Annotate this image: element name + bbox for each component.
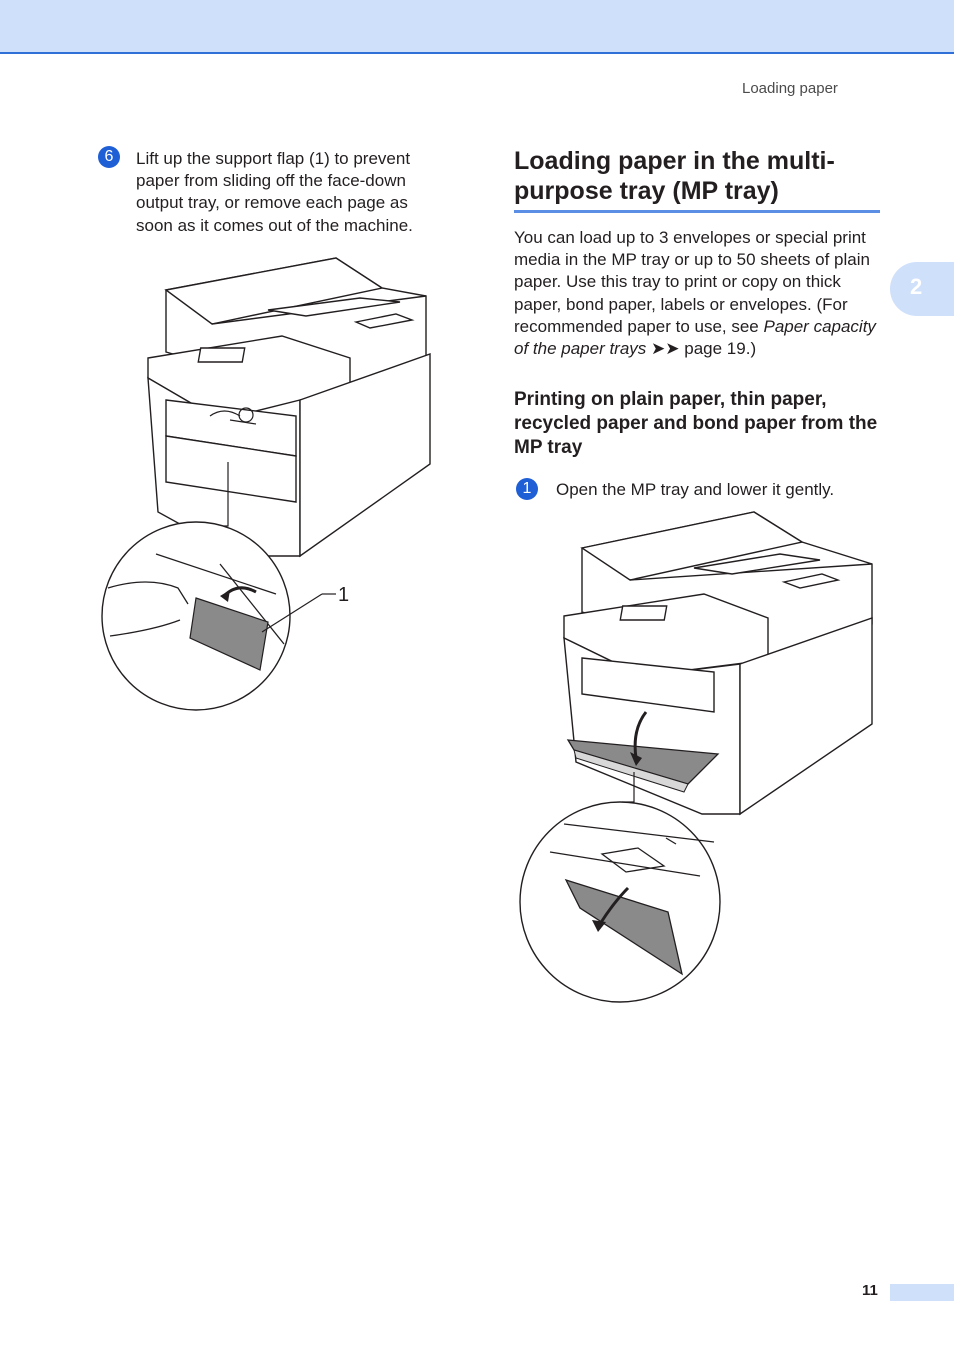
header-band: [0, 0, 954, 54]
step-badge-6: 6: [98, 146, 120, 168]
step-6-text: Lift up the support flap (1) to prevent …: [136, 149, 413, 235]
subsection-heading: Printing on plain paper, thin paper, rec…: [514, 389, 878, 458]
step-badge-1: 1: [516, 478, 538, 500]
footer-band: [890, 1284, 954, 1301]
page-number: 11: [862, 1282, 878, 1299]
support-flap-illustration: 1: [101, 257, 431, 711]
chapter-tab: 2: [890, 262, 954, 316]
cross-reference-arrows: ➤➤: [651, 339, 680, 359]
heading-rule: [514, 210, 880, 213]
chapter-number: 2: [910, 274, 923, 299]
cross-reference-link[interactable]: Paper capacity of the paper trays: [514, 316, 876, 359]
running-head: Loading paper: [742, 80, 838, 97]
step-1-text: Open the MP tray and lower it gently.: [556, 480, 835, 499]
intro-paragraph: You can load up to 3 envelopes or specia…: [514, 227, 880, 360]
mp-tray-illustration: [519, 511, 873, 1003]
intro-text-2: page 19.): [679, 339, 757, 359]
intro-text-1: You can load up to 3 envelopes or specia…: [514, 228, 870, 336]
section-heading: Loading paper in the multi-purpose tray …: [514, 147, 835, 205]
figure-callout-1: 1: [338, 584, 349, 606]
